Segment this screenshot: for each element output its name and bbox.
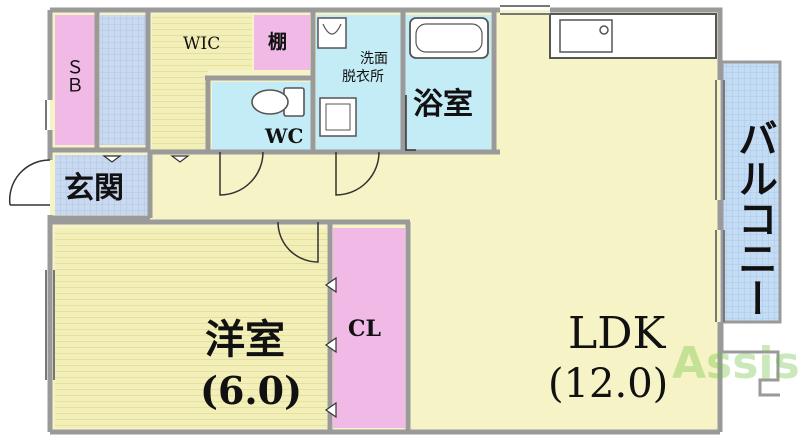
wic-label: WIC: [183, 34, 221, 54]
wic-lower-area: [152, 70, 208, 150]
cl-label: CL: [348, 316, 381, 342]
youshitsu-size: (6.0): [200, 368, 303, 413]
closet-door-marks: [102, 155, 337, 419]
sb-area: [55, 15, 95, 145]
sb-label: ＳＢ: [63, 58, 84, 94]
walls: [47, 7, 723, 435]
balcony-label: バルコニー: [731, 118, 778, 318]
washbasin: [317, 17, 347, 49]
windows: [45, 5, 725, 380]
ldk-size: (12.0): [548, 361, 669, 407]
doors: [8, 95, 416, 263]
bathtub: [409, 17, 489, 59]
shelf-label: 棚: [268, 31, 288, 53]
toilet: [251, 87, 305, 117]
genkan-area: [55, 155, 150, 215]
youshitsu-area: [55, 228, 327, 428]
wc-label: WC: [265, 124, 304, 148]
genkan-label: 玄関: [64, 171, 124, 206]
bath-label: 浴室: [413, 87, 473, 122]
shelf-area: [254, 15, 310, 70]
washroom-label-1: 洗面: [360, 51, 388, 67]
watermark-logo: Assist: [672, 338, 800, 389]
washroom-label-2: 脱衣所: [342, 69, 384, 85]
kitchen-sink: [559, 19, 613, 53]
cl-area: [333, 228, 405, 428]
ldk-label: LDK: [568, 308, 666, 359]
balcony-area: [720, 60, 782, 324]
wic-area: [152, 15, 252, 70]
entry-storage-grid: [100, 15, 146, 145]
youshitsu-label: 洋室: [205, 316, 285, 363]
